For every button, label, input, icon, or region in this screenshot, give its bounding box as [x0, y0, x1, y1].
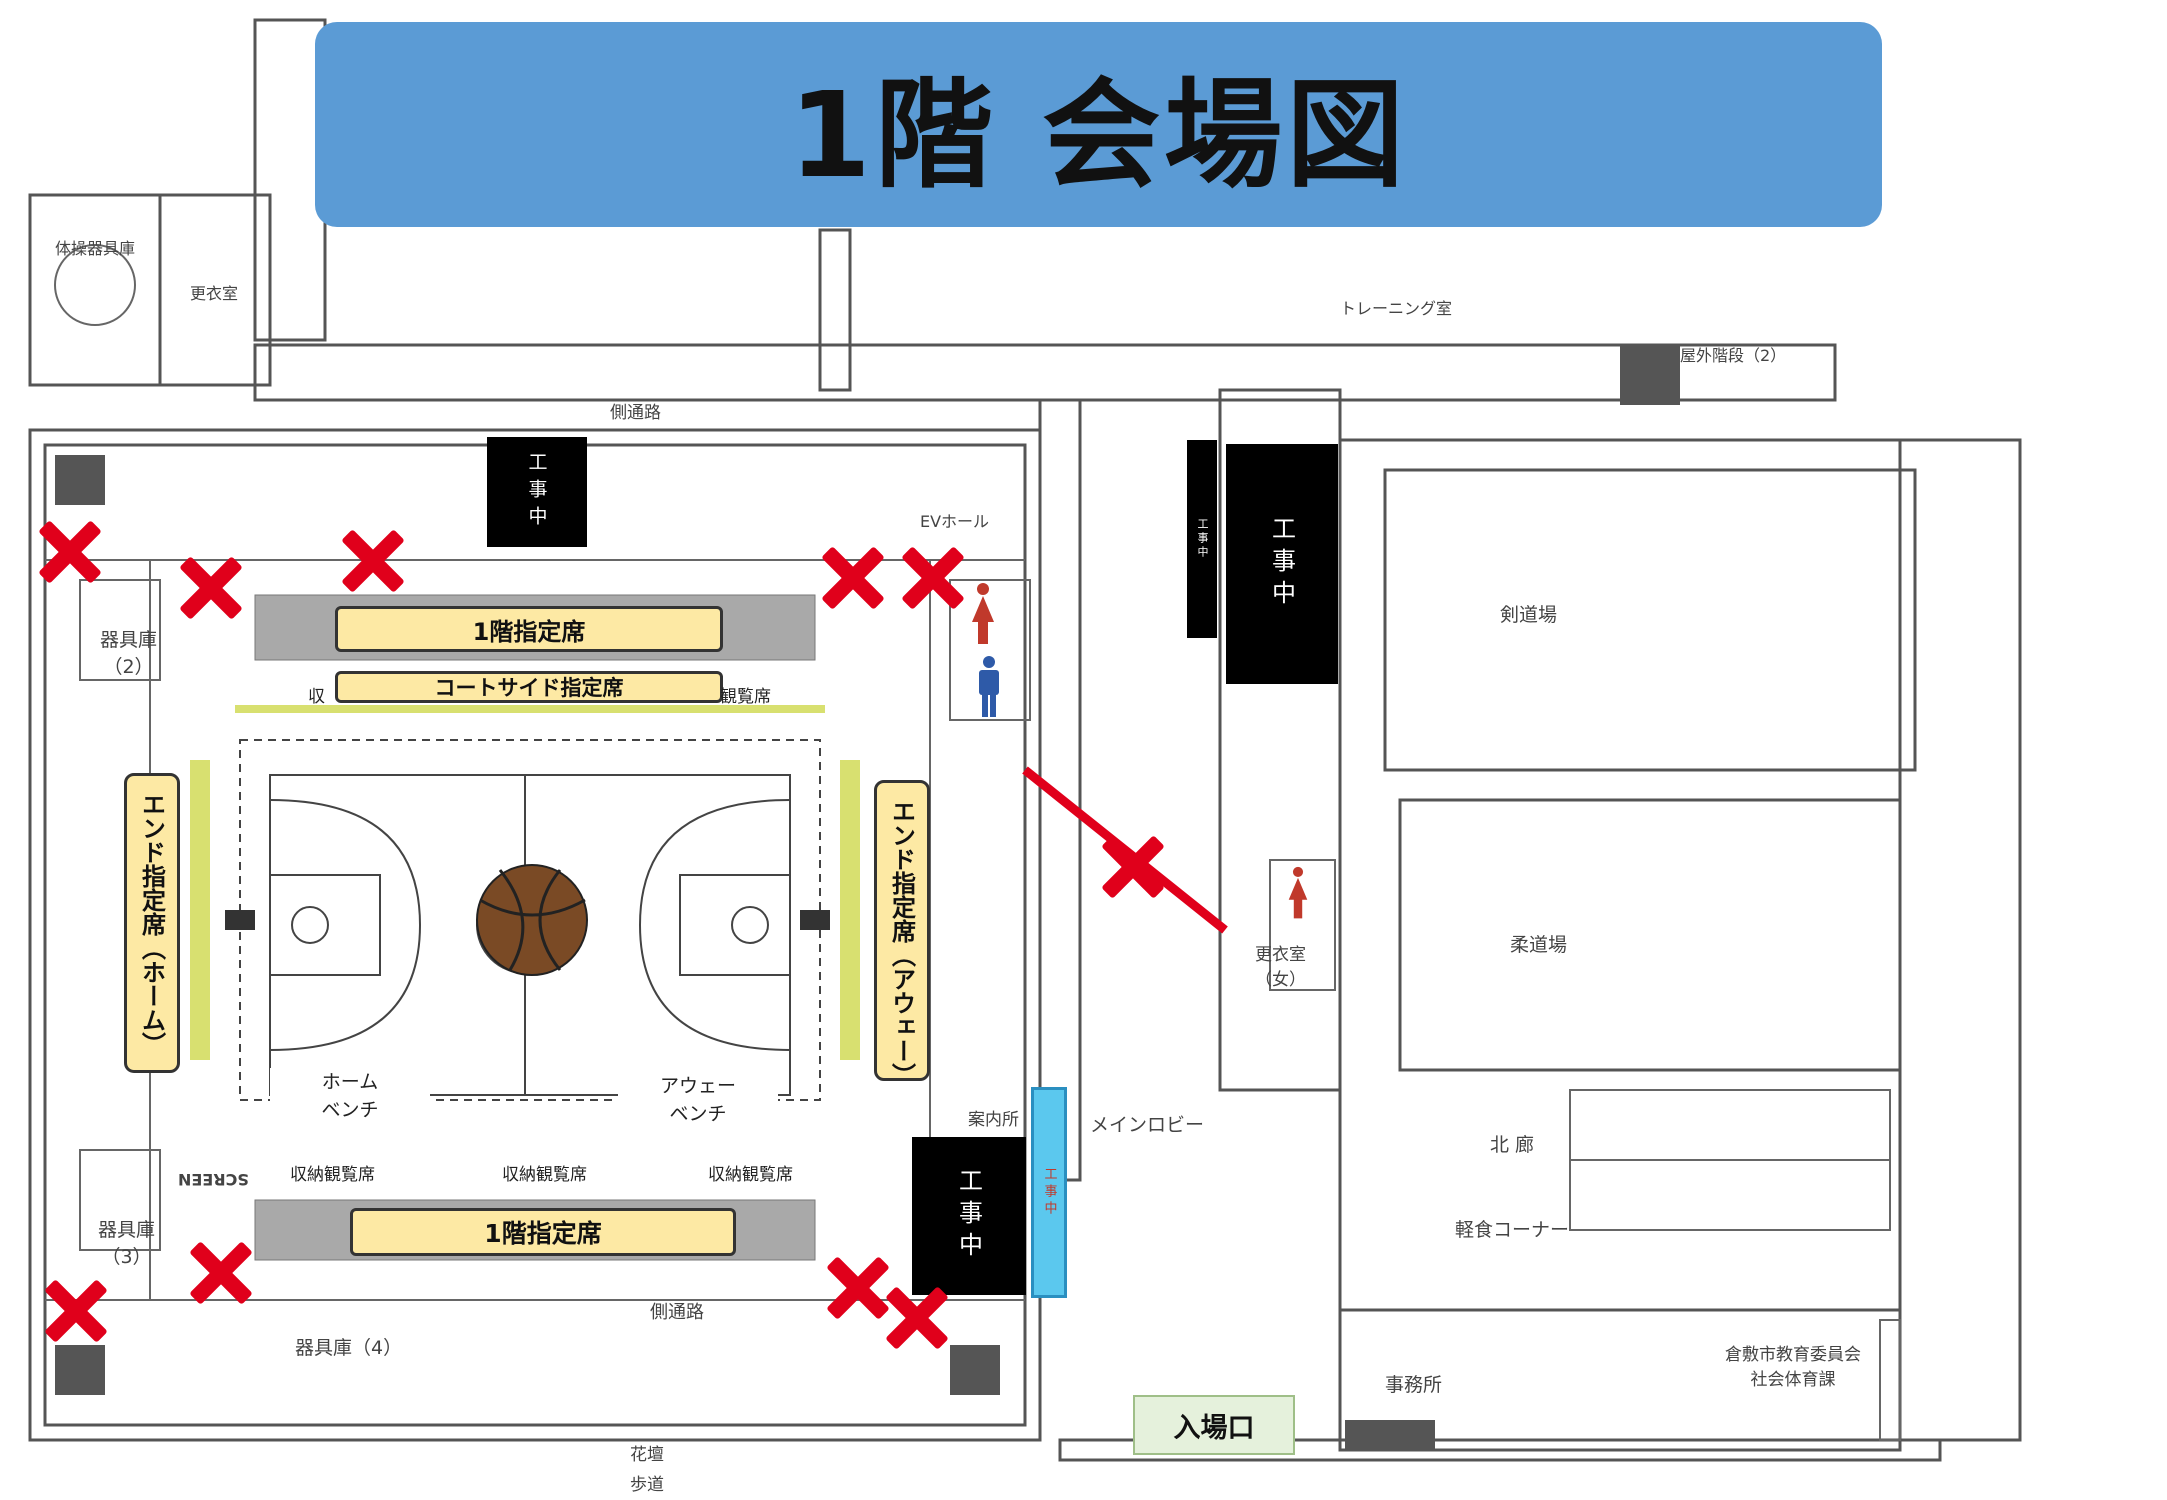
label-side-corridor: 側通路: [650, 1302, 704, 1323]
label-info: 案内所: [968, 1110, 1019, 1130]
no-entry-mark: [820, 545, 886, 611]
construction-zone-right: 工事中: [1226, 444, 1338, 684]
label-changing-women: 更衣室 （女）: [1255, 945, 1306, 990]
label-ev-hall: EVホール: [920, 512, 990, 531]
designated-seat-top: 1階指定席: [335, 606, 723, 652]
construction-zone-bottom: 工事中: [912, 1137, 1026, 1295]
designated-seat-bottom-label: 1階指定席: [484, 1219, 602, 1248]
label-education-office: 倉敷市教育委員会 社会体育課: [1725, 1345, 1861, 1390]
end-seat-away: エンド指定席（アウェー）: [874, 780, 930, 1087]
label-judo-hall: 柔道場: [1510, 934, 1568, 956]
no-entry-mark: [178, 555, 244, 621]
away-bench: アウェー ベンチ: [618, 1072, 778, 1140]
no-entry-mark: [43, 1278, 109, 1344]
construction-zone-right-label: 工事中: [1267, 516, 1296, 612]
no-entry-mark: [340, 528, 406, 594]
home-bench: ホーム ベンチ: [270, 1068, 430, 1136]
label-equipment-2: 器具庫 （2）: [100, 629, 158, 678]
construction-zone-blue: 工事中: [1031, 1087, 1067, 1298]
no-entry-mark: [1100, 834, 1166, 900]
end-seat-home-label: エンド指定席（ホーム）: [137, 792, 166, 1056]
stand-seat-label-top-left: 収: [308, 687, 325, 707]
label-side-corridor-top: 側通路: [610, 403, 661, 423]
no-entry-mark: [825, 1255, 891, 1321]
end-seat-home: エンド指定席（ホーム）: [124, 773, 180, 1073]
label-office: 事務所: [1385, 1374, 1443, 1396]
construction-zone-narrow-label: 工事中: [1196, 518, 1209, 560]
label-light-meal: 軽食コーナー: [1455, 1219, 1570, 1241]
label-sidewalk: 歩道: [630, 1475, 664, 1495]
label-trainer: トレーニング室: [1340, 299, 1453, 318]
construction-zone-top-label: 工事中: [525, 451, 548, 533]
women-restroom-icon: [972, 583, 994, 644]
women-restroom-icon-2: [1288, 866, 1308, 919]
no-entry-mark: [884, 1285, 950, 1351]
construction-zone-narrow: 工事中: [1187, 440, 1217, 638]
stand-seat-label-bottom-1: 収納観覧席: [290, 1165, 375, 1185]
label-north-corridor: 北 廊: [1490, 1134, 1535, 1156]
label-screen: SCREEN: [178, 1170, 249, 1189]
designated-seat-top-label: 1階指定席: [472, 617, 586, 646]
designated-seat-bottom: 1階指定席: [350, 1208, 736, 1256]
end-seat-away-label: エンド指定席（アウェー）: [887, 799, 916, 1087]
label-flower-bed: 花壇: [630, 1445, 664, 1465]
stand-seat-label-bottom-2: 収納観覧席: [502, 1165, 587, 1185]
courtside-seat: コートサイド指定席: [335, 671, 723, 703]
map-title-text: 1階 会場図: [788, 66, 1409, 204]
courtside-seat-label: コートサイド指定席: [434, 676, 624, 700]
men-restroom-icon: [979, 656, 999, 717]
entrance-label: 入場口: [1173, 1412, 1255, 1444]
construction-zone-bottom-label: 工事中: [954, 1168, 983, 1264]
no-entry-mark: [900, 545, 966, 611]
label-kendo-hall: 剣道場: [1500, 604, 1558, 626]
stand-seat-label-bottom-3: 収納観覧席: [708, 1165, 793, 1185]
label-changing-room: 更衣室: [190, 284, 239, 303]
label-entrance-lobby: メインロビー: [1090, 1114, 1205, 1136]
label-equipment-4: 器具庫（4）: [295, 1337, 403, 1359]
no-entry-mark: [37, 519, 103, 585]
map-title: 1階 会場図: [315, 22, 1882, 227]
construction-zone-blue-label: 工事中: [1041, 1167, 1057, 1218]
label-outdoor-stairs: 屋外階段（2）: [1680, 346, 1787, 365]
label-equipment-3: 器具庫 （3）: [98, 1219, 156, 1268]
no-entry-mark: [188, 1240, 254, 1306]
construction-zone-top: 工事中: [487, 437, 587, 547]
stand-seat-label-top-right: 観覧席: [720, 687, 771, 707]
entrance: 入場口: [1133, 1395, 1295, 1455]
label-gymnastics-storage: 体操器具庫: [55, 239, 136, 258]
